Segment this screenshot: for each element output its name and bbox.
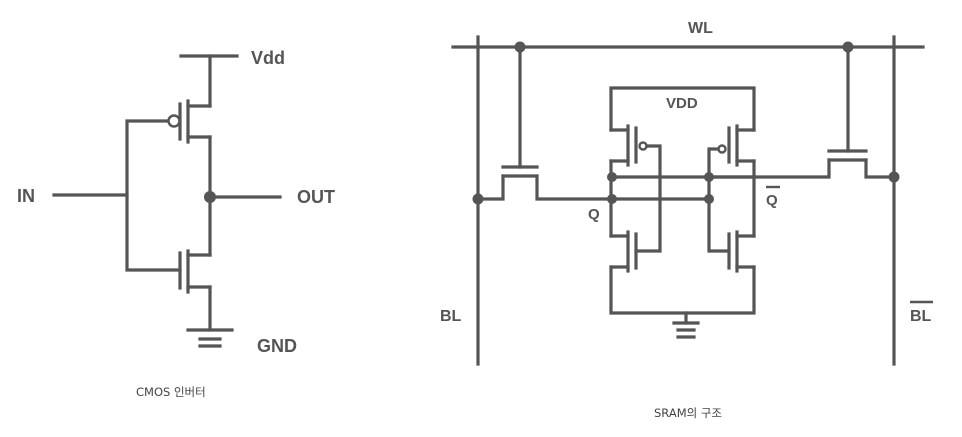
cmos-pmos-bubble	[167, 114, 181, 128]
sram-vdd-label: VDD	[666, 95, 698, 112]
sram-bl-node	[472, 193, 484, 205]
cmos-out-label: OUT	[297, 187, 335, 207]
sram-left-nmos	[609, 230, 638, 273]
sram-blbar-label: BL	[910, 308, 932, 325]
sram-wl-node-right	[842, 41, 854, 53]
sram-vdd-rail	[609, 86, 756, 132]
sram-cell: WL VDD Q Q BL BL	[440, 20, 933, 366]
cmos-gnd-label: GND	[257, 336, 297, 356]
sram-wl-label: WL	[688, 20, 713, 37]
sram-access-transistor-left	[476, 45, 614, 201]
sram-q-gate-node	[704, 194, 714, 204]
sram-qbar-label: Q	[766, 192, 778, 209]
cmos-in-label: IN	[17, 186, 35, 206]
sram-ground-symbol	[672, 311, 700, 339]
sram-ground-rail	[609, 265, 756, 315]
sram-left-pmos	[609, 124, 648, 167]
sram-right-nmos	[727, 230, 756, 273]
sram-q-label: Q	[588, 206, 600, 223]
cmos-ground-symbol	[186, 328, 234, 348]
sram-qbar-gate-node	[607, 172, 617, 182]
cmos-vdd-label: Vdd	[251, 48, 285, 68]
cmos-pmos-transistor	[167, 99, 212, 144]
cmos-output-node	[204, 191, 216, 203]
sram-bl-bar-node	[888, 171, 900, 183]
cmos-caption: CMOS 인버터	[136, 385, 206, 399]
sram-bl-label: BL	[440, 308, 462, 325]
cmos-nmos-transistor	[178, 249, 212, 294]
sram-qbar-node	[704, 172, 714, 182]
sram-caption: SRAM의 구조	[654, 406, 723, 420]
cmos-gate-wire	[125, 119, 182, 272]
sram-wl-node-left	[514, 41, 526, 53]
sram-right-pmos	[717, 124, 756, 167]
cmos-inverter: Vdd IN OUT GND	[17, 48, 335, 356]
sram-q-node	[607, 194, 617, 204]
